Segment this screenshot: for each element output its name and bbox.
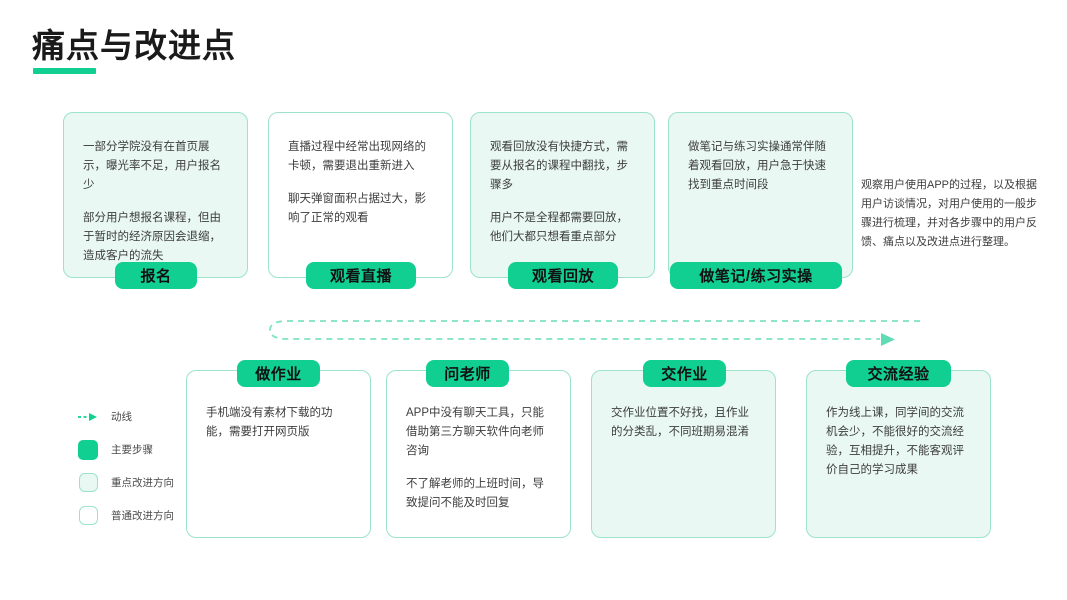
pain-point-text: 一部分学院没有在首页展示，曝光率不足，用户报名少 bbox=[83, 141, 221, 191]
step-card-zuozuoye[interactable]: 手机端没有素材下载的功能，需要打开网页版 bbox=[186, 370, 371, 538]
step-label-jiaoliujingyan[interactable]: 交流经验 bbox=[846, 360, 951, 387]
plain-swatch-icon bbox=[78, 506, 98, 526]
legend-item-key-improvement: 重点改进方向 bbox=[78, 466, 198, 499]
step-card-body: 做笔记与练习实操通常伴随着观看回放，用户急于快速找到重点时间段 bbox=[688, 138, 835, 195]
step-card-jiaoliujingyan[interactable]: 作为线上课，同学间的交流机会少，不能很好的交流经验，互相提升，不能客观评价自己的… bbox=[806, 370, 991, 538]
pain-point-text: 部分用户想报名课程，但由于暂时的经济原因会退缩，造成客户的流失 bbox=[83, 212, 221, 262]
pain-point-text: 作为线上课，同学间的交流机会少，不能很好的交流经验，互相提升，不能客观评价自己的… bbox=[826, 407, 964, 476]
tint-swatch-icon bbox=[78, 473, 98, 493]
step-card-body: 一部分学院没有在首页展示，曝光率不足，用户报名少 部分用户想报名课程，但由于暂时… bbox=[83, 138, 230, 266]
step-label-zuozuoye[interactable]: 做作业 bbox=[237, 360, 320, 387]
dashed-arrow-icon bbox=[78, 407, 98, 427]
pain-point-text: 聊天弹窗面积占据过大，影响了正常的观看 bbox=[288, 193, 426, 224]
page-title: 痛点与改进点 bbox=[32, 27, 236, 64]
flow-arrow-svg bbox=[269, 320, 920, 346]
pain-point-text: 直播过程中经常出现网络的卡顿，需要退出重新进入 bbox=[288, 141, 426, 172]
pain-point-text: APP中没有聊天工具，只能借助第三方聊天软件向老师咨询 bbox=[406, 407, 545, 457]
pain-point-text: 用户不是全程都需要回放，他们大都只想看重点部分 bbox=[490, 212, 628, 243]
step-card-jiaozuoye[interactable]: 交作业位置不好找，且作业的分类乱，不同班期易混淆 bbox=[591, 370, 776, 538]
step-card-body: 交作业位置不好找，且作业的分类乱，不同班期易混淆 bbox=[611, 404, 758, 442]
step-card-guankan-huifang[interactable]: 观看回放没有快捷方式，需要从报名的课程中翻找，步骤多 用户不是全程都需要回放，他… bbox=[470, 112, 655, 278]
step-card-guankan-zhibo[interactable]: 直播过程中经常出现网络的卡顿，需要退出重新进入 聊天弹窗面积占据过大，影响了正常… bbox=[268, 112, 453, 278]
legend-item-normal-improvement: 普通改进方向 bbox=[78, 499, 198, 532]
step-card-zuobiji-lianxi[interactable]: 做笔记与练习实操通常伴随着观看回放，用户急于快速找到重点时间段 bbox=[668, 112, 853, 278]
step-card-body: 直播过程中经常出现网络的卡顿，需要退出重新进入 聊天弹窗面积占据过大，影响了正常… bbox=[288, 138, 435, 228]
flow-line-arrow bbox=[240, 300, 920, 360]
step-card-body: 观看回放没有快捷方式，需要从报名的课程中翻找，步骤多 用户不是全程都需要回放，他… bbox=[490, 138, 637, 247]
legend-label: 重点改进方向 bbox=[111, 477, 174, 489]
step-card-baoming[interactable]: 一部分学院没有在首页展示，曝光率不足，用户报名少 部分用户想报名课程，但由于暂时… bbox=[63, 112, 248, 278]
side-note-text: 观察用户使用APP的过程，以及根据用户访谈情况，对用户使用的一般步骤进行梳理，并… bbox=[861, 179, 1038, 248]
legend: 动线 主要步骤 重点改进方向 普通改进方向 bbox=[78, 400, 198, 532]
step-label-wenlaoshi[interactable]: 问老师 bbox=[426, 360, 509, 387]
step-label-zuobiji-lianxi[interactable]: 做笔记/练习实操 bbox=[670, 262, 842, 289]
legend-label: 主要步骤 bbox=[111, 444, 153, 456]
pain-point-text: 手机端没有素材下载的功能，需要打开网页版 bbox=[206, 407, 333, 438]
pain-point-text: 做笔记与练习实操通常伴随着观看回放，用户急于快速找到重点时间段 bbox=[688, 141, 826, 191]
flow-dashed-path bbox=[269, 320, 920, 340]
legend-item-main-step: 主要步骤 bbox=[78, 433, 198, 466]
step-card-wenlaoshi[interactable]: APP中没有聊天工具，只能借助第三方聊天软件向老师咨询 不了解老师的上班时间，导… bbox=[386, 370, 571, 538]
step-label-jiaozuoye[interactable]: 交作业 bbox=[643, 360, 726, 387]
pain-point-text: 交作业位置不好找，且作业的分类乱，不同班期易混淆 bbox=[611, 407, 749, 438]
title-underline bbox=[33, 68, 96, 74]
pain-point-text: 观看回放没有快捷方式，需要从报名的课程中翻找，步骤多 bbox=[490, 141, 628, 191]
step-label-guankan-huifang[interactable]: 观看回放 bbox=[508, 262, 618, 289]
legend-item-flow-line: 动线 bbox=[78, 400, 198, 433]
legend-label: 普通改进方向 bbox=[111, 510, 174, 522]
step-label-guankan-zhibo[interactable]: 观看直播 bbox=[306, 262, 416, 289]
step-label-baoming[interactable]: 报名 bbox=[115, 262, 197, 289]
legend-label: 动线 bbox=[111, 411, 132, 423]
step-card-body: APP中没有聊天工具，只能借助第三方聊天软件向老师咨询 不了解老师的上班时间，导… bbox=[406, 404, 553, 513]
solid-swatch-icon bbox=[78, 439, 98, 460]
pain-point-text: 不了解老师的上班时间，导致提问不能及时回复 bbox=[406, 478, 544, 509]
flow-arrow-head bbox=[881, 333, 895, 346]
step-card-body: 手机端没有素材下载的功能，需要打开网页版 bbox=[206, 404, 353, 442]
step-card-body: 作为线上课，同学间的交流机会少，不能很好的交流经验，互相提升，不能客观评价自己的… bbox=[826, 404, 973, 480]
page-title-block: 痛点与改进点 bbox=[32, 24, 236, 74]
